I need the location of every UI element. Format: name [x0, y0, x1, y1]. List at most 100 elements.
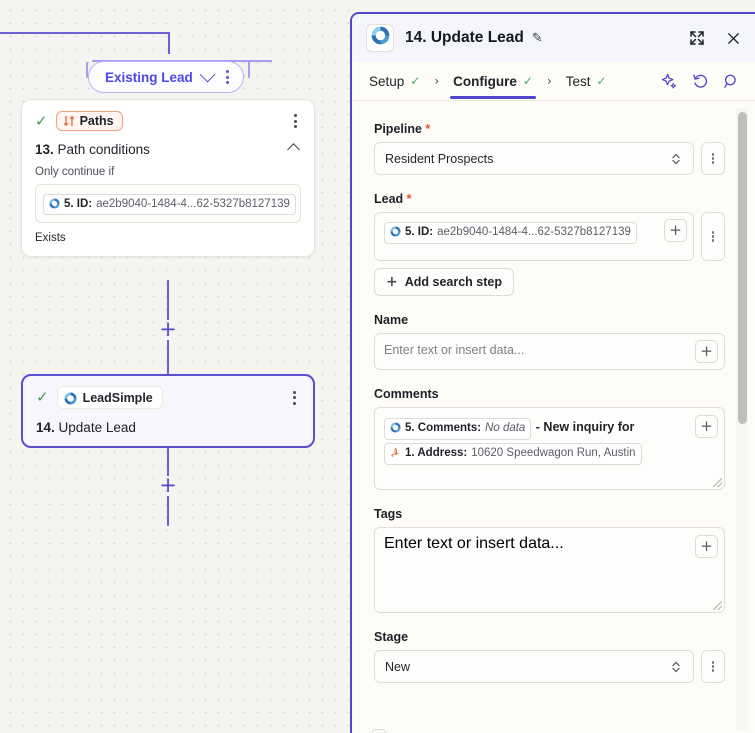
- leadsimple-badge-label: LeadSimple: [82, 390, 153, 405]
- updown-chevrons-icon: [671, 660, 681, 674]
- node-title-text: Path conditions: [57, 142, 150, 157]
- name-placeholder: Enter text or insert data...: [384, 343, 525, 357]
- comments-textarea[interactable]: 5. Comments: No data - New inquiry for: [374, 407, 725, 490]
- field-label: Name: [374, 313, 409, 327]
- edge-pill-curve-left: [86, 62, 88, 78]
- only-continue-if-label: Only continue if: [35, 166, 115, 178]
- token-prefix: 5. ID:: [64, 198, 93, 210]
- check-icon: ✓: [35, 111, 48, 130]
- card-header-row: ✓ LeadSimple: [36, 386, 300, 409]
- check-icon: ✓: [36, 388, 49, 406]
- pencil-icon[interactable]: ✎: [531, 30, 543, 46]
- insert-data-button[interactable]: +: [695, 415, 718, 438]
- tab-setup[interactable]: Setup ✓: [366, 65, 423, 98]
- card-title-row: 13. Path conditions: [35, 142, 301, 157]
- tab-label: Configure: [453, 73, 517, 89]
- add-step-button-2[interactable]: +: [159, 472, 177, 497]
- add-step-button-1[interactable]: +: [159, 316, 177, 341]
- node-card-update-lead[interactable]: ✓ LeadSimple: [21, 374, 315, 448]
- required-asterisk: *: [403, 192, 412, 206]
- node-card-path-conditions[interactable]: ✓ Paths 13. Path conditions: [21, 99, 315, 258]
- tags-textarea[interactable]: Enter text or insert data... +: [374, 527, 725, 613]
- token-prefix: 5. Comments:: [405, 422, 482, 434]
- field-label-text: Lead: [374, 192, 404, 206]
- pipeline-field-menu[interactable]: [701, 142, 725, 175]
- field-label: Tags: [374, 507, 403, 521]
- panel-body: Pipeline * Resident Prospects: [352, 102, 755, 733]
- panel-title: 14. Update Lead: [405, 29, 524, 46]
- edge-top-horizontal: [0, 32, 170, 34]
- add-search-step-label: Add search step: [404, 275, 502, 289]
- stage-select[interactable]: New: [374, 650, 694, 683]
- workflow-canvas[interactable]: + + Existing Lead ✓ Paths: [0, 0, 352, 733]
- paths-badge-label: Paths: [79, 114, 114, 128]
- pdf-doc-icon: [390, 447, 401, 465]
- comments-static-text: - New inquiry for: [535, 420, 635, 434]
- lead-tokens: 5. ID: ae2b9040-1484-4...62-5327b8127139: [384, 219, 664, 244]
- branch-pill-existing-lead[interactable]: Existing Lead: [88, 61, 244, 93]
- resize-grip-icon[interactable]: [713, 478, 722, 487]
- check-icon: ✓: [596, 74, 607, 88]
- leadsimple-ring-icon: [64, 392, 77, 408]
- data-token-lead-id[interactable]: 5. ID: ae2b9040-1484-4...62-5327b8127139: [43, 194, 296, 216]
- leadsimple-ring-icon: [390, 226, 401, 244]
- insert-data-button[interactable]: +: [695, 340, 718, 363]
- add-search-step-button[interactable]: + Add search step: [374, 268, 514, 296]
- tab-configure[interactable]: Configure ✓: [450, 65, 536, 99]
- field-label: Lead *: [374, 192, 725, 206]
- ai-sparkles-icon[interactable]: [661, 73, 678, 90]
- undo-history-icon[interactable]: [692, 73, 709, 90]
- field-stage: Stage New: [374, 630, 725, 683]
- lead-field-menu[interactable]: [701, 212, 725, 261]
- insert-data-button[interactable]: +: [695, 535, 718, 558]
- kebab-menu-icon[interactable]: [222, 68, 233, 86]
- data-token-comments[interactable]: 5. Comments: No data: [384, 418, 532, 440]
- leadsimple-ring-icon: [371, 26, 390, 50]
- next-field-partial: [372, 729, 386, 733]
- name-input[interactable]: Enter text or insert data... +: [374, 333, 725, 370]
- pipeline-value: Resident Prospects: [385, 151, 494, 166]
- insert-data-button[interactable]: +: [664, 219, 687, 242]
- resize-grip-icon[interactable]: [713, 601, 722, 610]
- tab-separator-2: ›: [546, 74, 552, 88]
- required-asterisk: *: [421, 122, 431, 136]
- leadsimple-badge: LeadSimple: [56, 386, 163, 409]
- node-step-number: 13.: [35, 142, 54, 157]
- tab-test[interactable]: Test ✓: [563, 65, 610, 98]
- edge-leadsimple-to-plus: [167, 442, 169, 476]
- step-config-panel: 14. Update Lead ✎ Setup ✓: [350, 12, 755, 733]
- lead-input[interactable]: 5. ID: ae2b9040-1484-4...62-5327b8127139…: [374, 212, 694, 261]
- close-x-icon[interactable]: [726, 31, 741, 46]
- search-zoom-icon[interactable]: [723, 73, 740, 90]
- field-pipeline: Pipeline * Resident Prospects: [374, 122, 725, 175]
- tab-label: Setup: [369, 73, 405, 89]
- panel-header: 14. Update Lead ✎: [352, 14, 755, 62]
- check-icon: ✓: [410, 74, 421, 88]
- path-condition-token-box[interactable]: 5. ID: ae2b9040-1484-4...62-5327b8127139: [35, 184, 301, 224]
- panel-scrollbar-thumb[interactable]: [738, 112, 747, 424]
- edge-pill-curve-right: [248, 62, 250, 78]
- expand-fullscreen-icon[interactable]: [689, 30, 705, 46]
- field-label: Pipeline *: [374, 122, 725, 136]
- field-label: Stage: [374, 630, 409, 644]
- stage-field-menu[interactable]: [701, 650, 725, 683]
- chevron-down-icon[interactable]: [199, 66, 216, 82]
- kebab-menu-icon[interactable]: [290, 112, 301, 130]
- leadsimple-ring-icon: [390, 422, 401, 440]
- node-title: 14. Update Lead: [36, 420, 300, 435]
- data-token-address[interactable]: 1. Address: 10620 Speedwagon Run, Austin: [384, 442, 642, 465]
- node-step-number: 14.: [36, 420, 55, 435]
- edge-plus-to-leadsimple: [167, 340, 169, 374]
- edge-bottom: [167, 496, 169, 526]
- data-token-lead-id[interactable]: 5. ID: ae2b9040-1484-4...62-5327b8127139: [384, 222, 637, 244]
- branch-pill-label: Existing Lead: [105, 69, 193, 85]
- token-value: ae2b9040-1484-4...62-5327b8127139: [96, 198, 290, 210]
- chevron-up-icon[interactable]: [287, 143, 300, 156]
- kebab-menu-icon[interactable]: [289, 389, 300, 407]
- edge-top-vertical: [168, 32, 170, 54]
- tab-label: Test: [565, 73, 591, 89]
- field-lead: Lead *: [374, 192, 725, 296]
- app-icon-tile: [366, 24, 394, 52]
- pipeline-select[interactable]: Resident Prospects: [374, 142, 694, 175]
